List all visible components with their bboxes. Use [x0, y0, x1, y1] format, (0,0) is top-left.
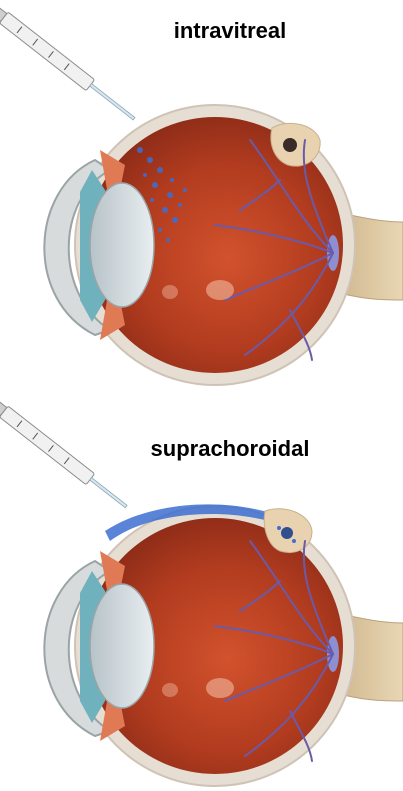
suprachoroidal-eye-diagram: [0, 396, 403, 791]
fundus-glow-2: [162, 683, 178, 697]
intravitreal-eye-diagram: [0, 0, 403, 395]
fundus-glow: [206, 678, 234, 698]
suprachoroidal-panel: suprachoroidal: [0, 396, 403, 791]
lesion: [283, 138, 297, 152]
lens: [90, 183, 154, 307]
intravitreal-panel: intravitreal: [0, 0, 403, 395]
syringe-icon: [0, 400, 130, 513]
lens: [90, 584, 154, 708]
syringe-icon: [0, 6, 138, 125]
fundus-glow: [206, 280, 234, 300]
fundus-glow-2: [162, 285, 178, 299]
lesion: [281, 527, 293, 539]
